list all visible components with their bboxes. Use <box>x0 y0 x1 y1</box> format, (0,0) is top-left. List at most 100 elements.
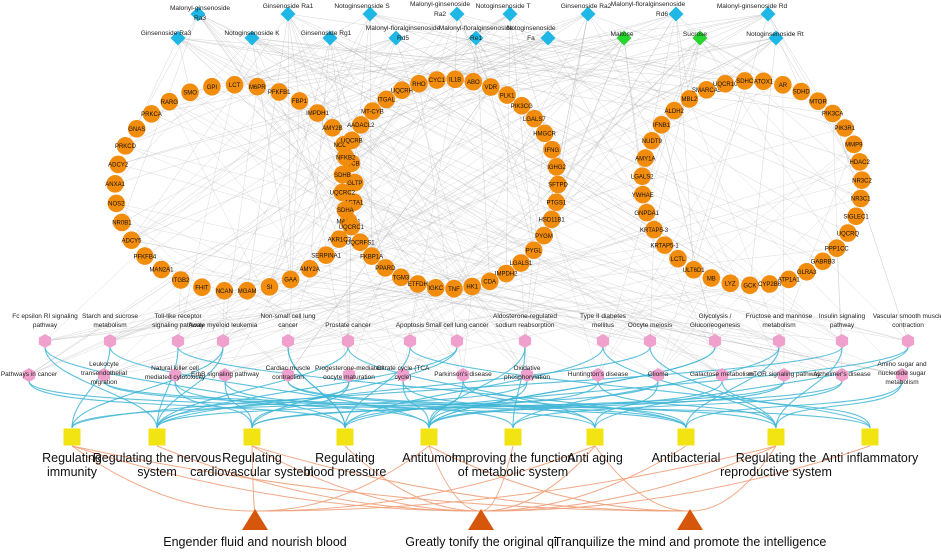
target-circle <box>636 149 655 167</box>
pathway-effect-edge <box>156 380 659 429</box>
target-node-sftpd: SFTPD <box>548 175 568 194</box>
pathway-node-pathways-in-cancer: Pathways in cancer <box>1 368 58 382</box>
target-circle <box>393 81 411 100</box>
target-circle <box>792 82 811 101</box>
pathway-effect-edge <box>594 346 909 429</box>
pathway-effect-edge <box>71 346 224 429</box>
effect-square <box>861 428 879 446</box>
target-node-si: SI <box>260 278 279 296</box>
target-circle <box>308 104 327 122</box>
target-node-atp1a1: ATP1A1 <box>778 270 800 289</box>
target-pathway-edge <box>222 86 258 342</box>
target-circle <box>480 272 499 291</box>
target-pathway-edge <box>520 262 528 376</box>
target-circle <box>850 153 869 171</box>
compound-target-edge <box>557 13 589 185</box>
target-circle <box>152 260 171 279</box>
target-label: PFKFB4 <box>134 254 157 260</box>
target-label: GCK <box>743 283 756 289</box>
target-node-cyp2b6: CYP2B6 <box>758 275 782 293</box>
target-pathway-edge <box>287 285 750 342</box>
target-node-cyc1: CYC1 <box>428 71 446 89</box>
target-pathway-edge <box>177 84 235 342</box>
target-circle <box>330 230 349 248</box>
compound-target-edge <box>547 37 845 129</box>
target-pathway-edge <box>472 286 528 376</box>
effect-label: blood pressure <box>304 465 387 479</box>
effect-efficacy-edge <box>480 445 871 512</box>
compound-label: Malonyl-ginsenoside <box>170 5 230 12</box>
target-pathway-edge <box>551 219 599 376</box>
compound-target-edge <box>675 13 694 270</box>
target-node-lct: LCT <box>225 76 244 94</box>
target-pathway-edge <box>832 113 909 342</box>
target-circle <box>547 193 566 212</box>
pathway-effect-edge <box>512 380 843 429</box>
compound-diamond <box>280 6 296 22</box>
pathway-effect-edge <box>177 346 687 429</box>
target-node-vdr: VDR <box>481 78 500 96</box>
target-node-uqcrb: UQCRB <box>341 131 363 150</box>
target-label: UQCRB <box>341 139 363 145</box>
effect-square <box>63 428 81 446</box>
pathway-hexagon <box>341 334 355 348</box>
compound-target-edge <box>475 37 534 251</box>
target-circle <box>181 83 199 102</box>
target-circle <box>464 72 483 91</box>
target-pathway-edge <box>456 161 860 342</box>
pathway-label: Pathways in cancer <box>1 371 58 378</box>
pathway-node-alzheimer-s-disease: Alzheimer's disease <box>813 368 871 382</box>
target-pathway-edge <box>174 254 327 376</box>
compound-target-edge <box>317 37 397 114</box>
target-node-nr0b1: NR0B1 <box>112 213 132 232</box>
pathway-effect-edge <box>71 346 111 429</box>
target-circle <box>741 276 759 295</box>
target-node-ifng: IFNG <box>543 140 561 159</box>
target-label: UQCRC2 <box>330 191 356 197</box>
pathway-effect-edge <box>224 380 253 429</box>
pathway-effect-edge <box>512 346 526 429</box>
compound-target-edge <box>587 13 783 86</box>
target-node-pik3ca: PIK3CA <box>822 104 843 123</box>
target-label: YWHAE <box>632 193 654 199</box>
effect-square <box>767 428 785 446</box>
target-circle <box>665 101 684 120</box>
target-node-gck: GCK <box>741 276 759 295</box>
pathway-effect-edge <box>71 346 843 429</box>
target-label: GLRA3 <box>797 270 817 276</box>
efficacy-label: Greatly tonify the original qi <box>405 535 556 549</box>
target-label: AMY2A <box>300 267 320 273</box>
target-pathway-edge <box>456 212 647 342</box>
target-pathway-edge <box>597 258 679 376</box>
target-circle <box>336 201 355 219</box>
efficacy-node-tranquilize-the-mind-and-promote-the-intelligence: Tranquilize the mind and promote the int… <box>554 509 826 549</box>
target-label: GNAS <box>128 127 145 133</box>
target-node-il1b: IL1B <box>446 70 464 89</box>
pathway-effect-edge <box>602 346 777 429</box>
compound-target-edge <box>505 13 511 274</box>
target-pathway-edge <box>222 83 420 342</box>
effect-efficacy-edge <box>480 445 596 512</box>
compound-target-edge <box>234 13 769 86</box>
compound-target-edge <box>269 37 397 287</box>
pathway-hexagon <box>520 368 534 382</box>
compound-target-edge <box>151 37 397 115</box>
target-node-pygl: PYGL <box>524 241 543 260</box>
pathway-label: Starch and sucrose <box>82 313 138 320</box>
target-label: GNPDA1 <box>634 211 659 217</box>
pathway-hexagon <box>342 368 356 382</box>
target-circle <box>409 275 427 293</box>
compound-node-ginsenoside-ra1: Ginsenoside Ra1 <box>263 3 314 22</box>
target-label: NCAN <box>216 289 233 295</box>
target-label: AMY1A <box>635 156 655 162</box>
target-pathway-edge <box>348 279 789 376</box>
target-label: MAN2A1 <box>149 268 174 274</box>
effect-label: cardiovascular system <box>190 465 314 479</box>
compound-node-sucrose: Sucrose <box>683 30 708 46</box>
target-label: VDR <box>484 85 497 91</box>
pathway-hexagon <box>708 334 722 348</box>
pathway-hexagon <box>396 368 410 382</box>
